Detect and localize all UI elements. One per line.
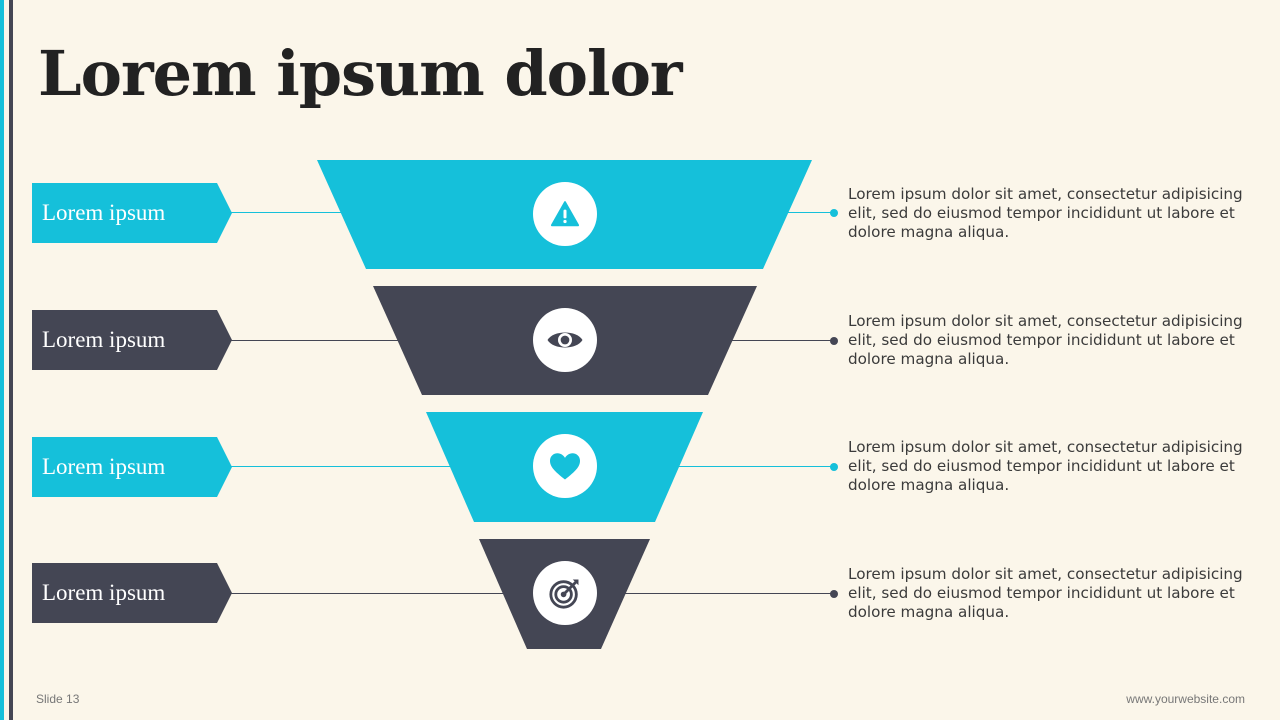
stage-description-3: Lorem ipsum dolor sit amet, consectetur … xyxy=(848,438,1243,494)
stage-label-4: Lorem ipsum xyxy=(32,563,232,623)
left-accent-bar-dark xyxy=(9,0,13,720)
icon-circle-3 xyxy=(533,434,597,498)
connector-right-3 xyxy=(676,466,834,467)
connector-dot-2 xyxy=(830,337,838,345)
website-url: www.yourwebsite.com xyxy=(1126,692,1245,706)
stage-label-text: Lorem ipsum xyxy=(42,580,166,605)
heart-icon xyxy=(550,453,580,480)
stage-label-text: Lorem ipsum xyxy=(42,454,166,479)
stage-description-2: Lorem ipsum dolor sit amet, consectetur … xyxy=(848,312,1243,368)
target-icon xyxy=(549,579,579,609)
stage-label-text: Lorem ipsum xyxy=(42,327,166,352)
connector-left-4 xyxy=(230,593,510,594)
warning-icon xyxy=(550,201,580,227)
connector-dot-4 xyxy=(830,590,838,598)
stage-label-2: Lorem ipsum xyxy=(32,310,232,370)
connector-dot-3 xyxy=(830,463,838,471)
connector-right-4 xyxy=(624,593,834,594)
eye-icon xyxy=(547,332,583,348)
connector-dot-1 xyxy=(830,209,838,217)
connector-left-3 xyxy=(230,466,458,467)
stage-label-text: Lorem ipsum xyxy=(42,200,166,225)
page-title: Lorem ipsum dolor xyxy=(38,37,683,110)
connector-right-2 xyxy=(732,340,834,341)
connector-left-1 xyxy=(230,212,350,213)
stage-description-4: Lorem ipsum dolor sit amet, consectetur … xyxy=(848,565,1243,621)
stage-label-3: Lorem ipsum xyxy=(32,437,232,497)
left-accent-bar-cyan xyxy=(0,0,4,720)
stage-description-1: Lorem ipsum dolor sit amet, consectetur … xyxy=(848,185,1243,241)
stage-label-1: Lorem ipsum xyxy=(32,183,232,243)
icon-circle-2 xyxy=(533,308,597,372)
connector-left-2 xyxy=(230,340,405,341)
slide-number: Slide 13 xyxy=(36,692,80,706)
icon-circle-4 xyxy=(533,561,597,625)
connector-right-1 xyxy=(786,212,834,213)
icon-circle-1 xyxy=(533,182,597,246)
